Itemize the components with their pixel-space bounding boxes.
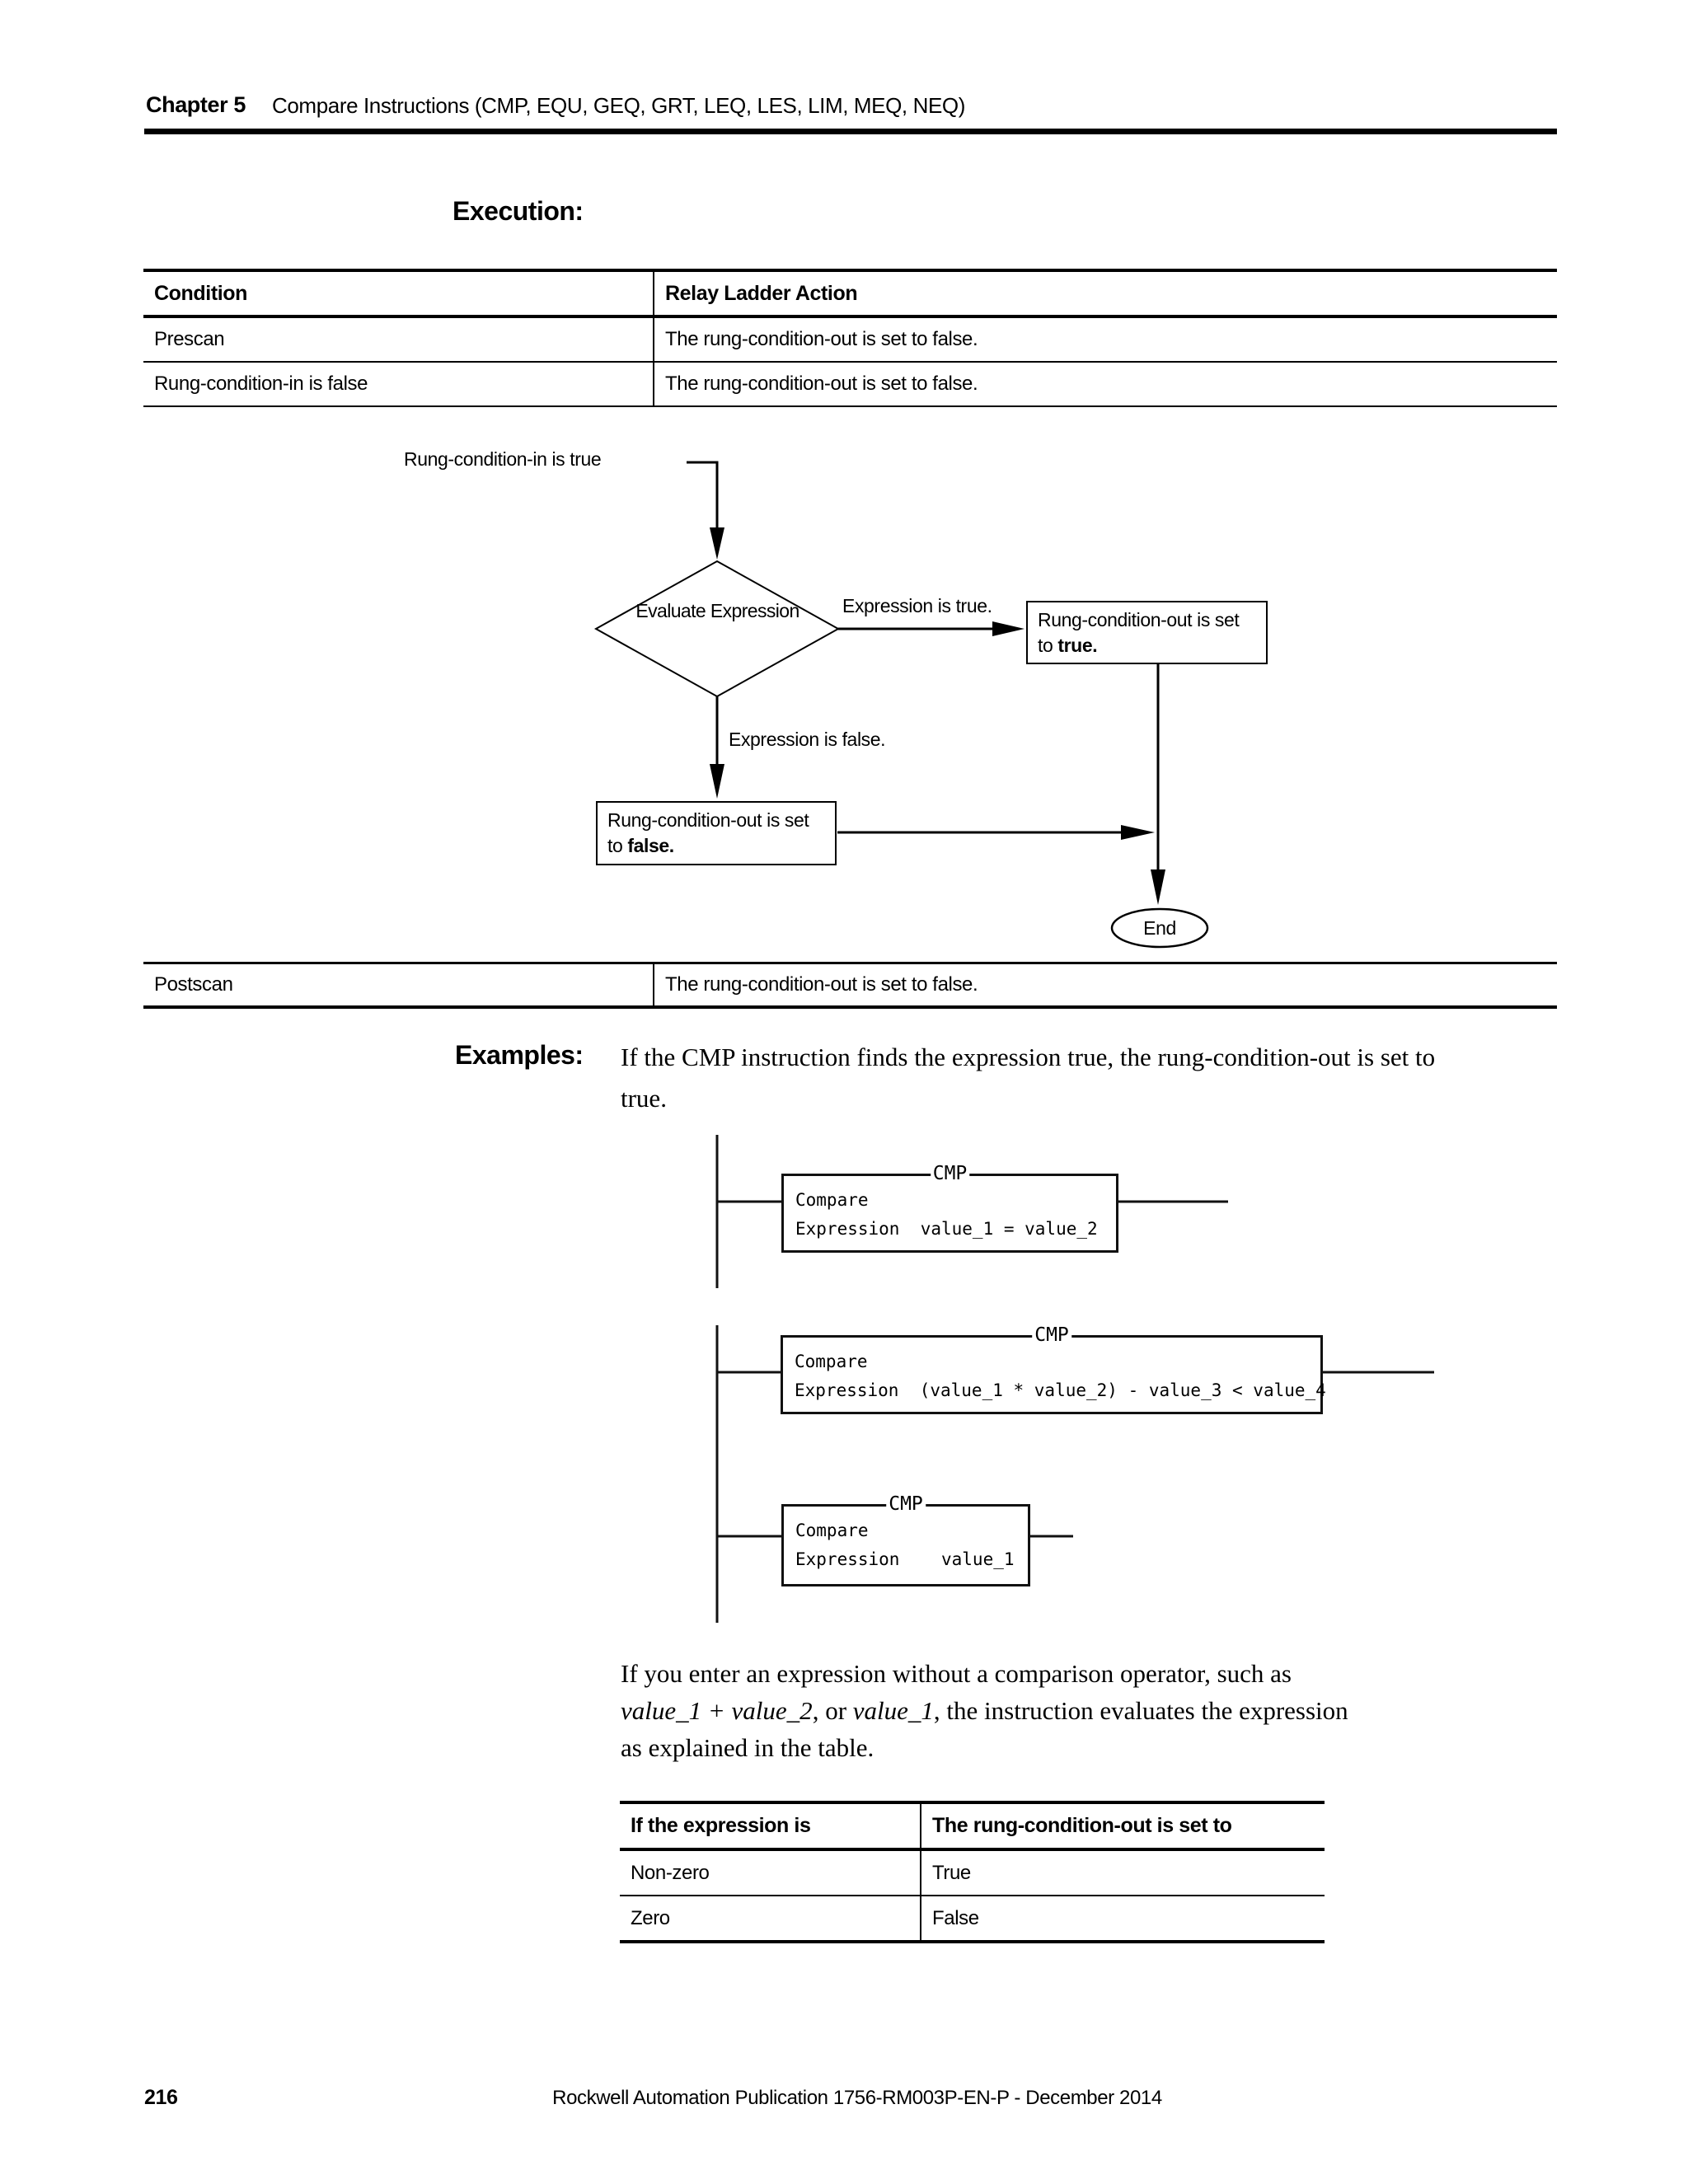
examples-intro-line2: true.	[621, 1084, 667, 1113]
note-line1: If you enter an expression without a com…	[621, 1659, 1292, 1688]
entry-arrowhead	[710, 527, 724, 560]
column-header-condition: Condition	[143, 272, 654, 315]
entry-elbow-line	[687, 461, 719, 527]
table-row: Prescan The rung-condition-out is set to…	[143, 318, 1557, 363]
cell-expression-value: Non-zero	[620, 1851, 921, 1895]
note-italic-expression-2: value_1	[852, 1696, 934, 1725]
column-header-relay-ladder-action: Relay Ladder Action	[665, 281, 858, 305]
column-header-rung-condition-out: The rung-condition-out is set to	[932, 1814, 1232, 1837]
note-line3: as explained in the table.	[621, 1733, 874, 1762]
header-rule	[144, 129, 1557, 134]
column-header-if-expression: If the expression is	[620, 1804, 921, 1848]
ladder-1-cmp-block: CMP Compare Expression value_1 = value_2	[781, 1163, 1118, 1253]
ladder-3-cmp-block: CMP Compare Expression value_1	[781, 1493, 1030, 1586]
ladder-2-title: CMP	[1032, 1324, 1071, 1346]
note-line2-mid: , or	[812, 1696, 853, 1725]
expression-result-table: If the expression is The rung-condition-…	[620, 1801, 1325, 1943]
cell-result: False	[932, 1906, 979, 1929]
true-box-line2-bold: true.	[1057, 635, 1098, 656]
flowchart-false-branch-label: Expression is false.	[729, 729, 886, 750]
cell-action: The rung-condition-out is set to false.	[665, 973, 978, 996]
note-line2-rest: , the instruction evaluates the expressi…	[933, 1696, 1348, 1725]
ladder-1-expression: Expression value_1 = value_2	[795, 1219, 1098, 1239]
cell-condition: Postscan	[143, 964, 654, 1005]
cell-result: True	[932, 1861, 971, 1884]
true-box-line2-prefix: to	[1038, 635, 1058, 656]
decision-diamond	[593, 560, 841, 698]
true-arrowhead	[992, 621, 1025, 636]
cell-action: The rung-condition-out is set to false.	[665, 373, 978, 395]
flowchart-true-box: Rung-condition-out is set to true.	[1026, 601, 1268, 664]
merge-arrowhead	[1121, 825, 1155, 840]
ladder-2-operand-compare: Compare	[795, 1352, 868, 1371]
ladder-3-operand-compare: Compare	[795, 1521, 869, 1540]
flowchart-false-box: Rung-condition-out is set to false.	[596, 801, 837, 865]
false-box-line2-prefix: to	[607, 835, 628, 856]
expression-table-header-row: If the expression is The rung-condition-…	[620, 1804, 1325, 1851]
true-box-line1: Rung-condition-out is set	[1038, 609, 1240, 630]
table-row: Non-zero True	[620, 1851, 1325, 1896]
false-arrowhead	[710, 764, 724, 799]
page-number: 216	[144, 2086, 178, 2109]
examples-intro-line1: If the CMP instruction finds the express…	[621, 1043, 1436, 1071]
false-box-line2-bold: false.	[627, 835, 674, 856]
ladder-3-expression: Expression value_1	[795, 1549, 1015, 1569]
false-box-line1: Rung-condition-out is set	[607, 809, 809, 831]
examples-intro: If the CMP instruction finds the express…	[621, 1037, 1435, 1119]
table-row: Rung-condition-in is false The rung-cond…	[143, 363, 1557, 407]
postscan-table-row: Postscan The rung-condition-out is set t…	[143, 962, 1557, 1009]
execution-table-header-row: Condition Relay Ladder Action	[143, 272, 1557, 318]
flowchart-connectors	[593, 461, 1209, 949]
execution-heading: Execution:	[452, 196, 584, 226]
ladder-2-expression: Expression (value_1 * value_2) - value_3…	[795, 1380, 1326, 1400]
cell-condition: Rung-condition-in is false	[143, 363, 654, 405]
note-line2: value_1 + value_2, or value_1, the instr…	[621, 1692, 1348, 1729]
cell-action: The rung-condition-out is set to false.	[665, 328, 978, 350]
ladder-3-title: CMP	[886, 1493, 926, 1515]
note-italic-expression-1: value_1 + value_2	[621, 1696, 813, 1725]
flowchart-end-label: End	[1143, 916, 1176, 939]
examples-heading: Examples:	[455, 1040, 584, 1070]
expression-note-paragraph: If you enter an expression without a com…	[621, 1655, 1348, 1766]
table-row: Zero False	[620, 1896, 1325, 1943]
footer-publication: Rockwell Automation Publication 1756-RM0…	[552, 2087, 1162, 2109]
execution-table: Condition Relay Ladder Action Prescan Th…	[143, 269, 1557, 407]
flowchart-decision-label: Evaluate Expression	[635, 600, 799, 621]
cell-condition: Prescan	[143, 318, 654, 361]
table-row: Postscan The rung-condition-out is set t…	[143, 964, 1557, 1005]
ladder-1-title: CMP	[930, 1163, 970, 1184]
flowchart-entry-label: Rung-condition-in is true	[404, 448, 602, 470]
end-arrowhead	[1151, 869, 1165, 905]
ladder-1-operand-compare: Compare	[795, 1190, 869, 1210]
ladder-2-cmp-block: CMP Compare Expression (value_1 * value_…	[781, 1324, 1326, 1414]
chapter-label: Chapter 5	[146, 92, 246, 117]
chapter-title: Compare Instructions (CMP, EQU, GEQ, GRT…	[272, 93, 965, 118]
cell-expression-value: Zero	[620, 1896, 921, 1940]
flowchart-true-branch-label: Expression is true.	[842, 595, 992, 616]
